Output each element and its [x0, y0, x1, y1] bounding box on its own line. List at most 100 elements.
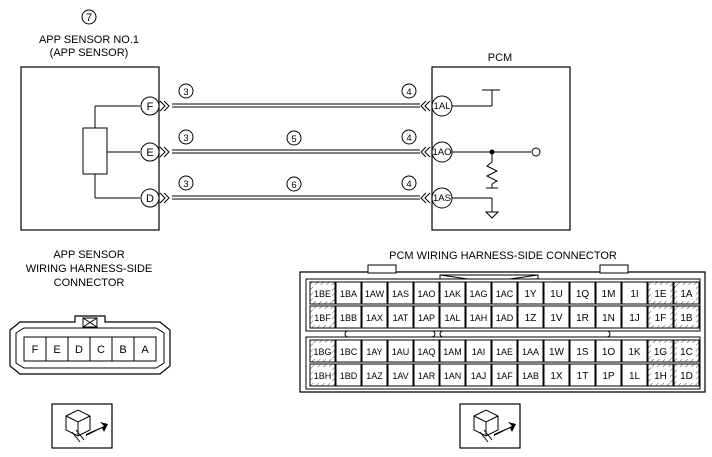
marker-4-1ao: 4: [401, 129, 417, 145]
svg-text:1AP: 1AP: [418, 313, 435, 323]
sensor-connector-pin: D: [67, 336, 91, 362]
pcm-connector-pin: 1H: [647, 363, 674, 387]
pcm-connector-pin: 1Y: [517, 281, 544, 305]
svg-text:3: 3: [183, 87, 188, 98]
svg-text:4: 4: [406, 179, 411, 190]
sensor-title-line1: APP SENSOR NO.1: [39, 34, 139, 46]
pcm-connector-pin: 1V: [543, 305, 570, 329]
svg-text:1AK: 1AK: [444, 289, 461, 299]
svg-text:1H: 1H: [654, 371, 667, 382]
pcm-connector-pin: 1AC: [491, 281, 518, 305]
wire-e-1ao: [172, 149, 420, 154]
pcm-connector-pin: 1AQ: [413, 339, 440, 363]
svg-text:1AM: 1AM: [443, 347, 462, 357]
svg-text:1AQ: 1AQ: [417, 347, 435, 357]
pcm-connector-chevrons: [420, 100, 431, 204]
pcm-connector-pin: 1J: [621, 305, 648, 329]
svg-text:1L: 1L: [629, 371, 641, 382]
svg-text:1W: 1W: [549, 347, 565, 358]
pcm-connector-pin: 1U: [543, 281, 570, 305]
svg-text:1AA: 1AA: [522, 347, 539, 357]
pcm-connector-pin: 1BF: [309, 305, 336, 329]
svg-text:1B: 1B: [680, 313, 693, 324]
pcm-connector-pin: 1L: [621, 363, 648, 387]
pcm-connector-pin: 1AO: [413, 281, 440, 305]
pcm-connector-pin: 1AW: [361, 281, 388, 305]
svg-text:1BB: 1BB: [340, 313, 357, 323]
pcm-connector-pin: 1BB: [335, 305, 362, 329]
svg-text:1G: 1G: [654, 347, 668, 358]
pcm-connector-pin: 1AL: [439, 305, 466, 329]
svg-text:1E: 1E: [654, 289, 667, 300]
ref-circle: [81, 9, 97, 25]
svg-text:1AX: 1AX: [366, 313, 383, 323]
svg-text:3: 3: [183, 179, 188, 190]
pcm-connector-pin: 1B: [673, 305, 700, 329]
pcm-box: [431, 66, 571, 231]
marker-4-1as: 4: [401, 175, 417, 191]
svg-text:1BA: 1BA: [340, 289, 357, 299]
sensor-connector-caption-line2: WIRING HARNESS-SIDE: [26, 263, 153, 275]
pcm-connector-pin: 1AK: [439, 281, 466, 305]
pcm-connector-pin: 1T: [569, 363, 596, 387]
svg-text:1N: 1N: [602, 313, 615, 324]
sensor-connector-pin: E: [45, 336, 69, 362]
svg-text:1AE: 1AE: [496, 347, 513, 357]
svg-text:1I: 1I: [630, 289, 638, 300]
pcm-connector-pin: 1D: [673, 363, 700, 387]
pcm-connector-pin: 1AT: [387, 305, 414, 329]
wire-d-1as: [172, 195, 420, 200]
pcm-internal-circuit: [452, 89, 541, 219]
svg-text:E: E: [53, 344, 60, 356]
svg-text:1AS: 1AS: [392, 289, 409, 299]
pcm-connector-pin: 1P: [595, 363, 622, 387]
svg-text:1T: 1T: [577, 371, 589, 382]
svg-text:1C: 1C: [680, 347, 693, 358]
pcm-connector-pin: 1AM: [439, 339, 466, 363]
pcm-connector-pin: 1X: [543, 363, 570, 387]
app-sensor-box: [20, 66, 160, 231]
svg-text:1AI: 1AI: [472, 347, 486, 357]
svg-text:1AV: 1AV: [392, 371, 408, 381]
pcm-connector-pin: 1AU: [387, 339, 414, 363]
pcm-connector-pin: 1AP: [413, 305, 440, 329]
pcm-connector-pin: 1AH: [465, 305, 492, 329]
sensor-connector-pin: B: [111, 336, 135, 362]
sensor-element: [82, 127, 108, 175]
svg-text:1AG: 1AG: [469, 289, 487, 299]
svg-text:1O: 1O: [602, 347, 616, 358]
svg-text:1AS: 1AS: [433, 193, 451, 204]
wire-f-1al: [172, 103, 420, 108]
svg-text:A: A: [141, 344, 149, 356]
sensor-connector-pin: A: [133, 336, 157, 362]
svg-text:B: B: [119, 344, 126, 356]
marker-4-1al: 4: [401, 83, 417, 99]
pcm-connector-pin: 1BD: [335, 363, 362, 387]
pcm-connector-pin: 1Q: [569, 281, 596, 305]
junction-dot: [489, 149, 495, 155]
svg-text:1J: 1J: [629, 313, 640, 324]
svg-text:1BD: 1BD: [340, 371, 358, 381]
pcm-connector-pin: 1K: [621, 339, 648, 363]
svg-text:1P: 1P: [602, 371, 615, 382]
pcm-connector-pin: 1AG: [465, 281, 492, 305]
svg-text:1BG: 1BG: [313, 347, 331, 357]
svg-text:D: D: [75, 344, 83, 356]
svg-text:1AH: 1AH: [470, 313, 488, 323]
pcm-connector-pin: 1AF: [491, 363, 518, 387]
marker-3-d: 3: [178, 175, 194, 191]
pcm-connector-pin: 1AE: [491, 339, 518, 363]
svg-text:1R: 1R: [576, 313, 589, 324]
svg-text:1AL: 1AL: [444, 313, 460, 323]
pcm-connector-pin: 1BE: [309, 281, 336, 305]
svg-text:1AR: 1AR: [418, 371, 436, 381]
pcm-title: PCM: [488, 52, 512, 64]
marker-5: 5: [286, 130, 302, 146]
pcm-connector-pin: 1AY: [361, 339, 388, 363]
marker-6: 6: [286, 176, 302, 192]
svg-text:1AF: 1AF: [496, 371, 513, 381]
pcm-connector-pin: 1AX: [361, 305, 388, 329]
